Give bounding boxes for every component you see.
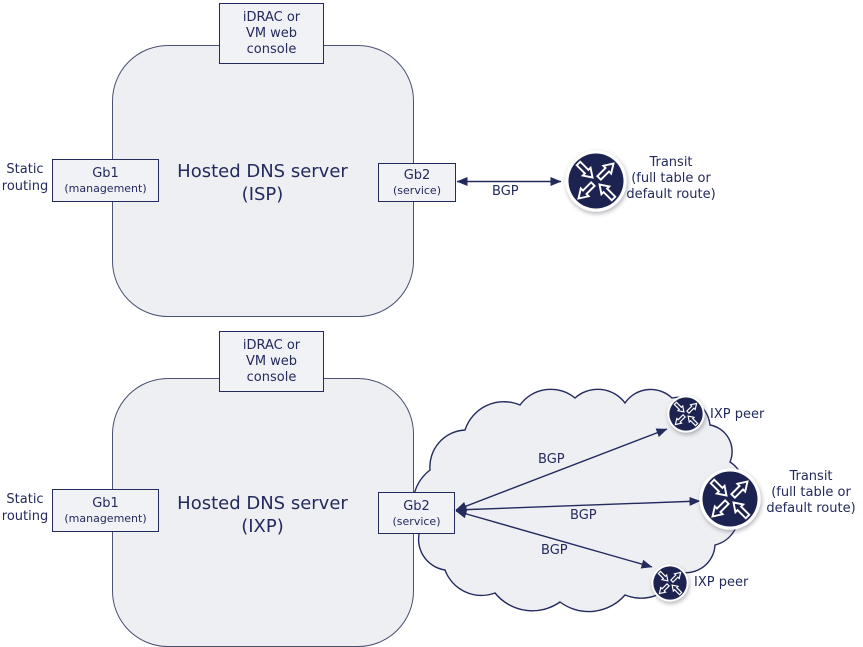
bgp-label: BGP [538, 452, 565, 467]
static-routing-label: Static routing [1, 162, 49, 194]
ixp-server-box [112, 378, 414, 647]
transit-label: Transit (full table or default route) [766, 469, 856, 516]
port-name: Gb2 [403, 168, 431, 183]
port-name: Gb1 [92, 166, 119, 181]
bgp-link-line [455, 428, 668, 511]
isp-server-title: Hosted DNS server (ISP) [177, 161, 348, 205]
ixp-peer-label: IXP peer [694, 575, 749, 590]
gb1-port-box: Gb1 (management) [52, 489, 159, 532]
idrac-console-box: iDRAC or VM web console [219, 3, 324, 64]
bgp-label: BGP [570, 508, 597, 523]
port-role: (service) [393, 184, 441, 197]
idrac-console-box: iDRAC or VM web console [219, 331, 324, 392]
static-routing-label: Static routing [1, 492, 49, 524]
ixp-peer-router-icon [666, 394, 706, 434]
transit-router-icon [563, 148, 629, 214]
bgp-label: BGP [541, 543, 568, 558]
port-role: (management) [64, 512, 147, 525]
transit-label: Transit (full table or default route) [626, 155, 716, 202]
transit-router-icon [697, 466, 763, 532]
gb2-port-box: Gb2 (service) [378, 492, 455, 534]
port-role: (management) [64, 182, 147, 195]
gb1-port-box: Gb1 (management) [52, 159, 159, 202]
port-role: (service) [392, 514, 441, 528]
bgp-link-line [455, 509, 653, 569]
port-name: Gb2 [403, 498, 430, 514]
gb2-port-box: Gb2 (service) [378, 163, 456, 202]
port-name: Gb1 [92, 496, 119, 511]
ixp-peer-router-icon [650, 563, 690, 603]
ixp-peer-label: IXP peer [710, 407, 765, 422]
ixp-server-title: Hosted DNS server (IXP) [177, 493, 348, 537]
isp-server-box [112, 45, 414, 317]
bgp-label: BGP [492, 184, 519, 199]
